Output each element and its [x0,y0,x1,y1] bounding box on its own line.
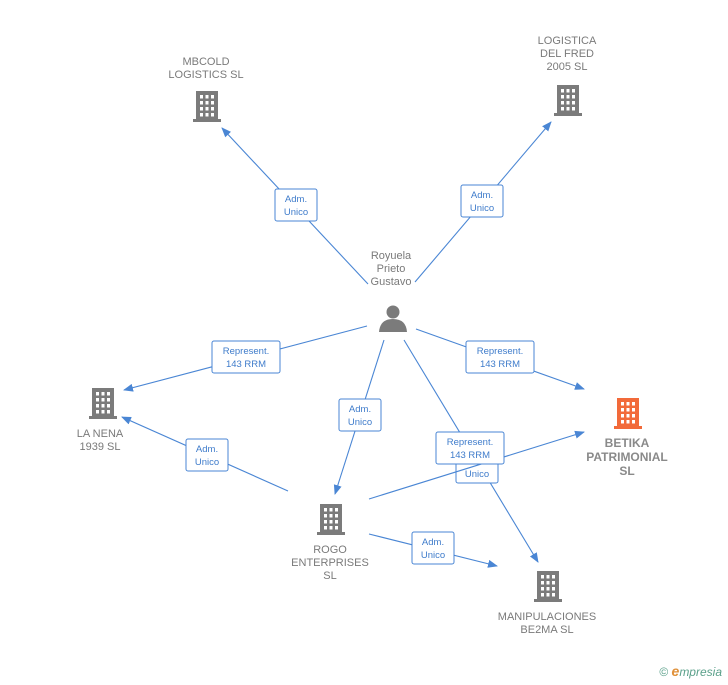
node-label: Prieto [377,263,406,275]
node-label: PATRIMONIAL [586,450,668,464]
edge-label-text: Unico [465,469,489,480]
node-label: 1939 SL [80,441,121,453]
building-icon [614,398,642,429]
edge-label-text: Adm. [471,190,493,201]
edge-label-box [338,398,382,432]
edge-label-box [411,531,455,565]
copyright-symbol: © [659,665,669,679]
brand-logo-initial: e [671,663,680,679]
edge-label-text: Unico [348,417,372,428]
building-icon [89,388,117,419]
node-label: MBCOLD [182,56,229,68]
node-label: Gustavo [371,276,412,288]
edge-label-text: 143 RRM [480,359,520,370]
edge-e8: Adm. Unico [368,531,498,568]
edge-label-text: Adm. [422,537,444,548]
edge-e4: Represent. 143 RRM [415,328,585,390]
edge-label-text: Adm. [285,194,307,205]
edge-e9: Represent. 143 RRM [368,430,585,500]
brand-logo-text: mpresia [679,665,722,679]
edge-e2: Adm. Unico [414,121,552,283]
node-label: MANIPULACIONES [498,611,596,623]
node-label: Royuela [371,250,412,262]
building-icon [193,91,221,122]
edge-label-text: Unico [421,550,445,561]
node-label: LA NENA [77,428,124,440]
edge-label-box [435,431,505,465]
edge-label-text: 143 RRM [450,450,490,461]
edge-label-text: Unico [284,207,308,218]
building-icon [317,504,345,535]
node-label: LOGISTICS SL [168,69,243,81]
edge-label-text: Represent. [477,346,523,357]
edge-label-box [465,340,535,374]
edge-label-text: 143 RRM [226,359,266,370]
node-label: ROGO [313,544,347,556]
edge-label-text: Represent. [447,437,493,448]
edge-label-box [211,340,281,374]
edge-label-text: Unico [470,203,494,214]
node-label: BE2MA SL [520,624,573,636]
edge-label-box [274,188,318,222]
building-icon [554,85,582,116]
edge-label-box [460,184,504,218]
edge-e1: Adm. Unico [221,127,369,285]
node-label: 2005 SL [547,61,588,73]
person-icon [379,305,407,332]
brand-watermark: © empresia [659,663,722,679]
edge-e5: Adm. Unico [333,339,385,495]
edge-label-text: Adm. [196,444,218,455]
node-label: DEL FRED [540,48,594,60]
edge-e3: Represent. 143 RRM [123,325,368,392]
node-label: ENTERPRISES [291,557,369,569]
node-label: SL [619,464,634,478]
building-icon [534,571,562,602]
edge-label-text: Represent. [223,346,269,357]
edge-label-text: Unico [195,457,219,468]
node-label: BETIKA [605,436,650,450]
edge-label-text: Adm. [349,404,371,415]
edge-line [368,430,585,500]
node-label: SL [323,570,336,582]
edge-label-box [185,438,229,472]
edge-e6: Adm. Unico [121,416,289,492]
node-label: LOGISTICA [538,35,597,47]
